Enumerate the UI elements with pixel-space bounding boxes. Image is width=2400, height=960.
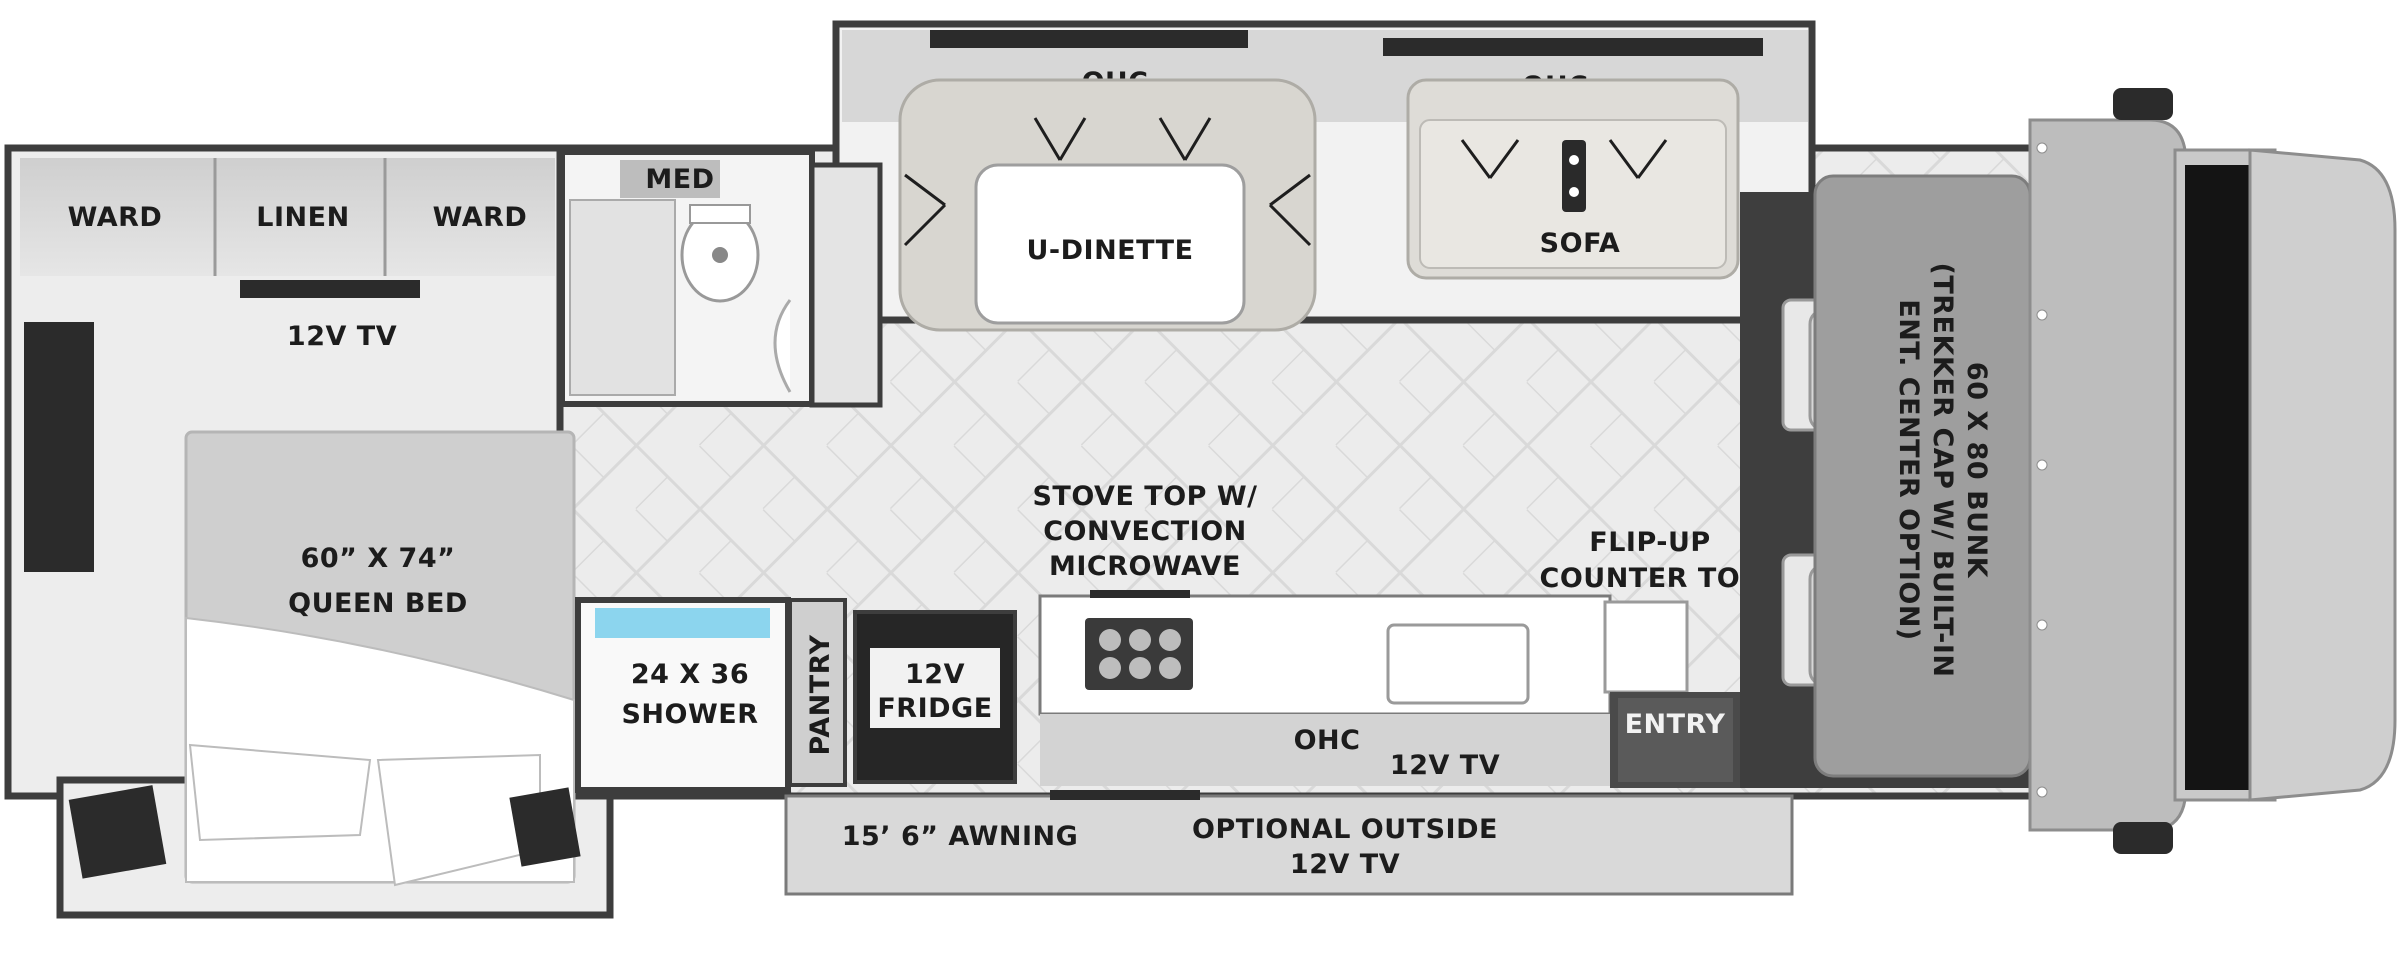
- outside-tv-label-2: 12V TV: [1290, 849, 1400, 880]
- nightstand-window-right: [509, 787, 581, 867]
- galley-ohc-label: OHC: [1294, 725, 1361, 756]
- awning-strip: [784, 794, 1794, 896]
- bed-label-1: 60” X 74”: [301, 543, 456, 574]
- wardrobe-cabinets: [20, 158, 555, 276]
- counter-label-2: COUNTER TOP: [1540, 563, 1761, 594]
- outside-tv-label-1: OPTIONAL OUTSIDE: [1192, 814, 1498, 845]
- counter-label-1: FLIP-UP: [1589, 527, 1710, 558]
- fridge-label-2: FRIDGE: [877, 693, 992, 724]
- nightstand-window-left: [68, 785, 167, 879]
- galley-tv-label: 12V TV: [1390, 750, 1500, 781]
- ward-right-label: WARD: [433, 202, 528, 233]
- front-nose: [2248, 148, 2397, 802]
- bunk-label-2: (TREKKER CAP W/ BUILT-IN: [1927, 263, 1958, 678]
- bedroom-tv-label: 12V TV: [287, 321, 397, 352]
- bunk-label-3: ENT. CENTER OPTION): [1893, 299, 1924, 641]
- awning-label: 15’ 6” AWNING: [842, 821, 1079, 852]
- stove-top: [1085, 618, 1193, 690]
- galley: PANTRY 12V FRIDGE STOVE TOP W/ CONVECTIO…: [788, 481, 1761, 788]
- microwave: [1090, 590, 1190, 598]
- fridge-label-plate: [870, 648, 1000, 728]
- fridge-label-1: 12V: [905, 659, 965, 690]
- pantry: [788, 598, 847, 787]
- shower-glass: [595, 608, 770, 638]
- toilet-tank: [689, 204, 751, 224]
- entry-label: ENTRY: [1625, 709, 1726, 740]
- med-label: MED: [645, 164, 714, 195]
- pantry-label: PANTRY: [805, 634, 836, 755]
- galley-sink: [1386, 623, 1530, 705]
- shower-label-1: 24 X 36: [631, 659, 749, 690]
- window-sofa: [1383, 38, 1763, 56]
- cab: 60 X 80 BUNK (TREKKER CAP W/ BUILT-IN EN…: [1740, 88, 2397, 854]
- sofa-label: SOFA: [1540, 228, 1621, 259]
- linen-label: LINEN: [256, 202, 349, 233]
- mirror-right: [2113, 822, 2173, 854]
- rear-window: [24, 322, 94, 572]
- bath-door: [773, 299, 792, 393]
- dinette-label: U-DINETTE: [1026, 235, 1193, 266]
- vanity: [569, 199, 676, 396]
- bunk-label-1: 60 X 80 BUNK: [1961, 362, 1992, 579]
- mirror-left: [2113, 88, 2173, 120]
- sofa-center-console: [1562, 140, 1586, 212]
- galley-ohc: [1040, 714, 1610, 786]
- stove-label-3: MICROWAVE: [1049, 551, 1241, 582]
- bedroom: WARD LINEN WARD 12V TV 60” X 74” QUEEN B…: [20, 158, 581, 887]
- window-dinette: [930, 30, 1248, 48]
- windshield: [2185, 165, 2250, 790]
- side-cabinet: [809, 162, 883, 408]
- med-cabinet: [620, 160, 720, 198]
- dinette-table: [974, 163, 1246, 325]
- bathroom: MED 24 X 36 SHOWER: [559, 149, 815, 793]
- shower-label-2: SHOWER: [621, 699, 758, 730]
- bedroom-tv: [240, 280, 420, 298]
- flip-up-counter: [1603, 600, 1689, 694]
- pillow-left: [188, 743, 372, 842]
- stove-label-2: CONVECTION: [1043, 516, 1247, 547]
- truck-hood: [2028, 118, 2187, 832]
- bed-label-2: QUEEN BED: [288, 588, 468, 619]
- ward-left-label: WARD: [68, 202, 163, 233]
- living-slide: OHC OHC U-DINETTE SOFA: [809, 30, 1808, 408]
- stove-label-1: STOVE TOP W/: [1032, 481, 1257, 512]
- outside-tv: [1050, 790, 1200, 800]
